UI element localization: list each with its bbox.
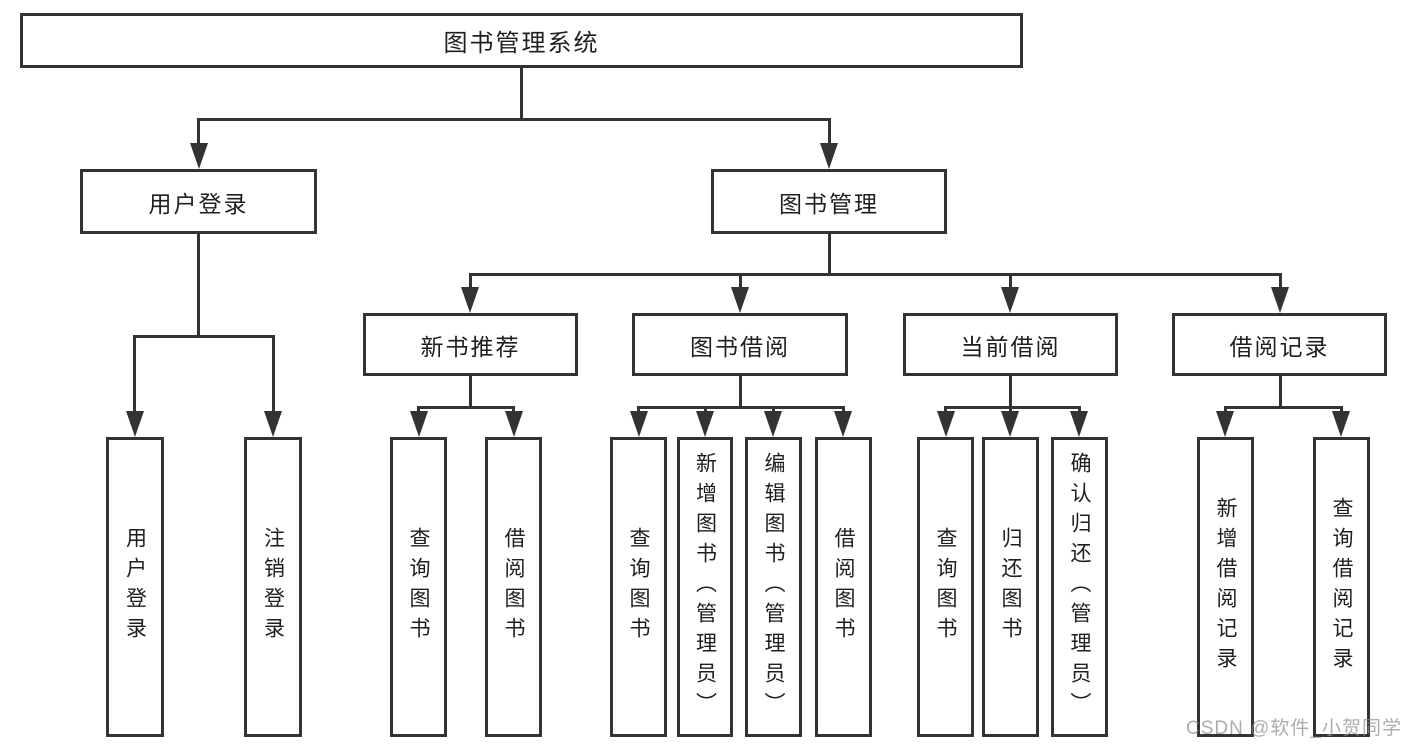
connector-line bbox=[197, 234, 200, 335]
connector-line bbox=[1224, 406, 1227, 414]
arrowhead-down-icon bbox=[264, 411, 282, 437]
node-current-borrow: 当前借阅 bbox=[903, 313, 1118, 376]
leaf-recommend-query-books: 查询图书 bbox=[390, 437, 447, 737]
arrowhead-down-icon bbox=[1001, 411, 1019, 437]
connector-line bbox=[272, 335, 275, 413]
connector-line bbox=[1009, 376, 1012, 406]
leaf-borrow-add-books-admin-label: 新增图书（管理员） bbox=[693, 452, 717, 722]
leaf-add-borrow-record: 新增借阅记录 bbox=[1197, 437, 1254, 737]
node-new-book-recommend-label: 新书推荐 bbox=[420, 333, 521, 360]
connector-line bbox=[133, 335, 275, 338]
leaf-query-borrow-record-label: 查询借阅记录 bbox=[1330, 497, 1353, 677]
node-borrow-records-label: 借阅记录 bbox=[1229, 333, 1330, 360]
leaf-current-confirm-return-admin: 确认归还（管理员） bbox=[1051, 437, 1108, 737]
connector-line bbox=[520, 68, 523, 118]
node-book-management-label: 图书管理 bbox=[779, 190, 879, 217]
arrowhead-down-icon bbox=[1001, 287, 1019, 313]
connector-line bbox=[1279, 273, 1282, 289]
connector-line bbox=[469, 273, 472, 289]
connector-line bbox=[637, 406, 845, 409]
arrowhead-down-icon bbox=[126, 411, 144, 437]
arrowhead-down-icon bbox=[461, 287, 479, 313]
arrowhead-down-icon bbox=[190, 143, 208, 169]
leaf-current-return-books-label: 归还图书 bbox=[999, 527, 1022, 647]
leaf-borrow-edit-books-admin: 编辑图书（管理员） bbox=[745, 437, 802, 737]
connector-line bbox=[512, 406, 515, 414]
leaf-recommend-borrow-books-label: 借阅图书 bbox=[502, 527, 525, 647]
leaf-add-borrow-record-label: 新增借阅记录 bbox=[1214, 497, 1237, 677]
arrowhead-down-icon bbox=[731, 287, 749, 313]
node-root: 图书管理系统 bbox=[20, 13, 1023, 68]
leaf-borrow-query-books-label: 查询图书 bbox=[627, 527, 650, 647]
node-book-management: 图书管理 bbox=[711, 169, 947, 234]
leaf-user-login-label: 用户登录 bbox=[123, 527, 147, 647]
arrowhead-down-icon bbox=[1216, 411, 1234, 437]
node-current-borrow-label: 当前借阅 bbox=[960, 333, 1061, 360]
leaf-borrow-add-books-admin: 新增图书（管理员） bbox=[677, 437, 733, 737]
leaf-recommend-query-books-label: 查询图书 bbox=[407, 527, 430, 647]
leaf-logout-label: 注销登录 bbox=[261, 527, 285, 647]
connector-line bbox=[828, 234, 831, 273]
node-borrow-records: 借阅记录 bbox=[1172, 313, 1387, 376]
connector-line bbox=[944, 406, 947, 414]
leaf-recommend-borrow-books: 借阅图书 bbox=[485, 437, 542, 737]
leaf-user-login: 用户登录 bbox=[106, 437, 164, 737]
node-user-login-label: 用户登录 bbox=[148, 190, 249, 217]
leaf-current-query-books: 查询图书 bbox=[917, 437, 974, 737]
connector-line bbox=[1279, 376, 1282, 406]
leaf-borrow-borrow-books: 借阅图书 bbox=[815, 437, 872, 737]
connector-line bbox=[197, 118, 200, 146]
leaf-current-query-books-label: 查询图书 bbox=[934, 527, 957, 647]
node-book-borrow-label: 图书借阅 bbox=[690, 333, 790, 360]
connector-line bbox=[842, 406, 845, 414]
connector-line bbox=[828, 118, 831, 146]
leaf-current-confirm-return-admin-label: 确认归还（管理员） bbox=[1068, 452, 1091, 722]
leaf-logout: 注销登录 bbox=[244, 437, 302, 737]
arrowhead-down-icon bbox=[937, 411, 955, 437]
arrowhead-down-icon bbox=[834, 411, 852, 437]
node-user-login: 用户登录 bbox=[80, 169, 317, 234]
connector-line bbox=[772, 406, 775, 414]
arrowhead-down-icon bbox=[1271, 287, 1289, 313]
node-book-borrow: 图书借阅 bbox=[632, 313, 848, 376]
connector-line bbox=[944, 406, 1081, 409]
csdn-watermark: CSDN @软件_小贺同学 bbox=[1186, 718, 1402, 739]
connector-line bbox=[469, 273, 1282, 276]
connector-line bbox=[1340, 406, 1343, 414]
arrowhead-down-icon bbox=[505, 411, 523, 437]
leaf-borrow-query-books: 查询图书 bbox=[610, 437, 667, 737]
arrowhead-down-icon bbox=[764, 411, 782, 437]
connector-line bbox=[739, 273, 742, 289]
node-new-book-recommend: 新书推荐 bbox=[363, 313, 578, 376]
leaf-query-borrow-record: 查询借阅记录 bbox=[1313, 437, 1370, 737]
connector-line bbox=[417, 406, 515, 409]
connector-line bbox=[1009, 406, 1012, 414]
connector-line bbox=[739, 376, 742, 406]
arrowhead-down-icon bbox=[1332, 411, 1350, 437]
connector-line bbox=[704, 406, 707, 414]
connector-line bbox=[1009, 273, 1012, 289]
connector-line bbox=[637, 406, 640, 414]
connector-line bbox=[1078, 406, 1081, 414]
arrowhead-down-icon bbox=[1070, 411, 1088, 437]
connector-line bbox=[469, 376, 472, 406]
leaf-current-return-books: 归还图书 bbox=[982, 437, 1039, 737]
connector-line bbox=[1224, 406, 1343, 409]
connector-line bbox=[417, 406, 420, 414]
arrowhead-down-icon bbox=[410, 411, 428, 437]
arrowhead-down-icon bbox=[820, 143, 838, 169]
connector-line bbox=[197, 118, 831, 121]
arrowhead-down-icon bbox=[696, 411, 714, 437]
node-root-label: 图书管理系统 bbox=[443, 30, 600, 57]
leaf-borrow-borrow-books-label: 借阅图书 bbox=[832, 527, 855, 647]
arrowhead-down-icon bbox=[630, 411, 648, 437]
connector-line bbox=[133, 335, 136, 413]
leaf-borrow-edit-books-admin-label: 编辑图书（管理员） bbox=[762, 452, 785, 722]
